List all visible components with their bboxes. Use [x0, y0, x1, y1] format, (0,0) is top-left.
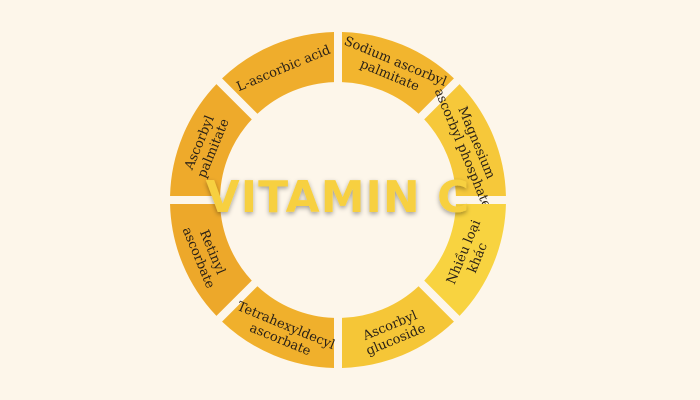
wheel-segment: L-ascorbic acid: [222, 32, 335, 114]
segment-shape: [170, 84, 252, 197]
wheel-segment: Ascorbylglucoside: [341, 286, 454, 368]
wheel-segment: Ascorbylpalmitate: [170, 84, 252, 197]
center-title: VITAMIN C: [206, 172, 471, 223]
wheel-segments: Sodium ascorbylpalmitateMagnesiumascorby…: [170, 32, 506, 368]
segment-shape: [424, 84, 506, 197]
segment-shape: [341, 32, 454, 114]
segment-shape: [222, 286, 335, 368]
segment-shape: [222, 32, 335, 114]
wheel-segment: Retinylascorbate: [170, 203, 252, 316]
segment-shape: [424, 203, 506, 316]
segment-shape: [170, 203, 252, 316]
wheel-segment: Nhiều loạikhác: [424, 203, 506, 316]
segment-shape: [341, 286, 454, 368]
wheel-segment: Tetrahexyldecylascorbate: [222, 286, 337, 368]
